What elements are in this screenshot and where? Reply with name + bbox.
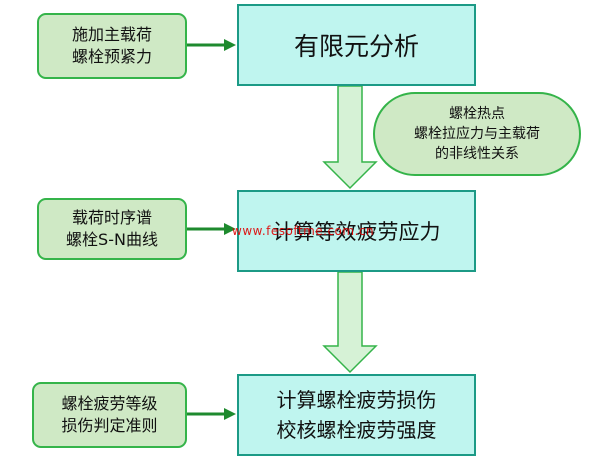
input-box-fatigue-criteria-line-2: 损伤判定准则 [61,416,158,435]
input-box-preload-line-2: 螺栓预紧力 [71,47,152,66]
down-arrow-2 [322,271,378,374]
step-equivalent-stress-label: 计算等效疲劳应力 [272,220,441,244]
step-fatigue-damage-line-2: 校核螺栓疲劳强度 [276,418,437,442]
input-box-fatigue-criteria-line-1: 螺栓疲劳等级 [61,394,158,413]
note-line-3: 的非线性关系 [435,146,519,162]
step-fea: 有限元分析 [237,4,476,86]
input-box-preload: 施加主载荷 螺栓预紧力 [37,13,187,79]
input-arrow-3 [186,408,236,420]
input-box-preload-line-1: 施加主载荷 [71,25,152,44]
step-fatigue-damage: 计算螺栓疲劳损伤 校核螺栓疲劳强度 [237,374,476,456]
input-box-fatigue-criteria: 螺栓疲劳等级 损伤判定准则 [32,382,187,448]
watermark-url: www.fesoftme.com.cn [232,224,375,238]
input-arrow-2 [186,223,236,235]
input-box-load-spectrum: 载荷时序谱 螺栓S-N曲线 [37,198,187,260]
step-fatigue-damage-line-1: 计算螺栓疲劳损伤 [276,388,437,412]
input-arrow-1 [186,39,236,51]
input-box-load-spectrum-line-1: 载荷时序谱 [71,208,152,227]
note-line-2: 螺栓拉应力与主载荷 [414,126,540,142]
note-nonlinear-relation: 螺栓热点 螺栓拉应力与主载荷 的非线性关系 [373,92,581,176]
input-box-load-spectrum-line-2: 螺栓S-N曲线 [66,230,158,249]
down-arrow-1 [322,85,378,190]
note-line-1: 螺栓热点 [449,106,505,122]
step-equivalent-stress: 计算等效疲劳应力 [237,190,476,272]
step-fea-label: 有限元分析 [293,32,419,61]
